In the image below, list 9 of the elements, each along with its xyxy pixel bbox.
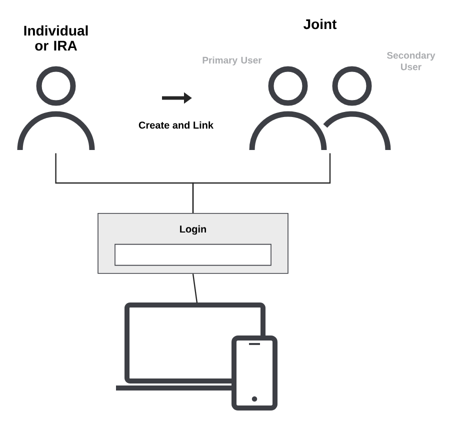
person-label: Primary User (202, 56, 262, 66)
arrow-caption: Create and Link (138, 121, 214, 129)
connector-line (192, 153, 331, 213)
connector-line (192, 274, 198, 303)
heading: Individual or IRA (24, 25, 88, 51)
heading: Joint (304, 18, 337, 30)
person-label: Secondary User (386, 52, 436, 70)
devices-drawing (116, 302, 278, 410)
input-field (114, 244, 272, 266)
